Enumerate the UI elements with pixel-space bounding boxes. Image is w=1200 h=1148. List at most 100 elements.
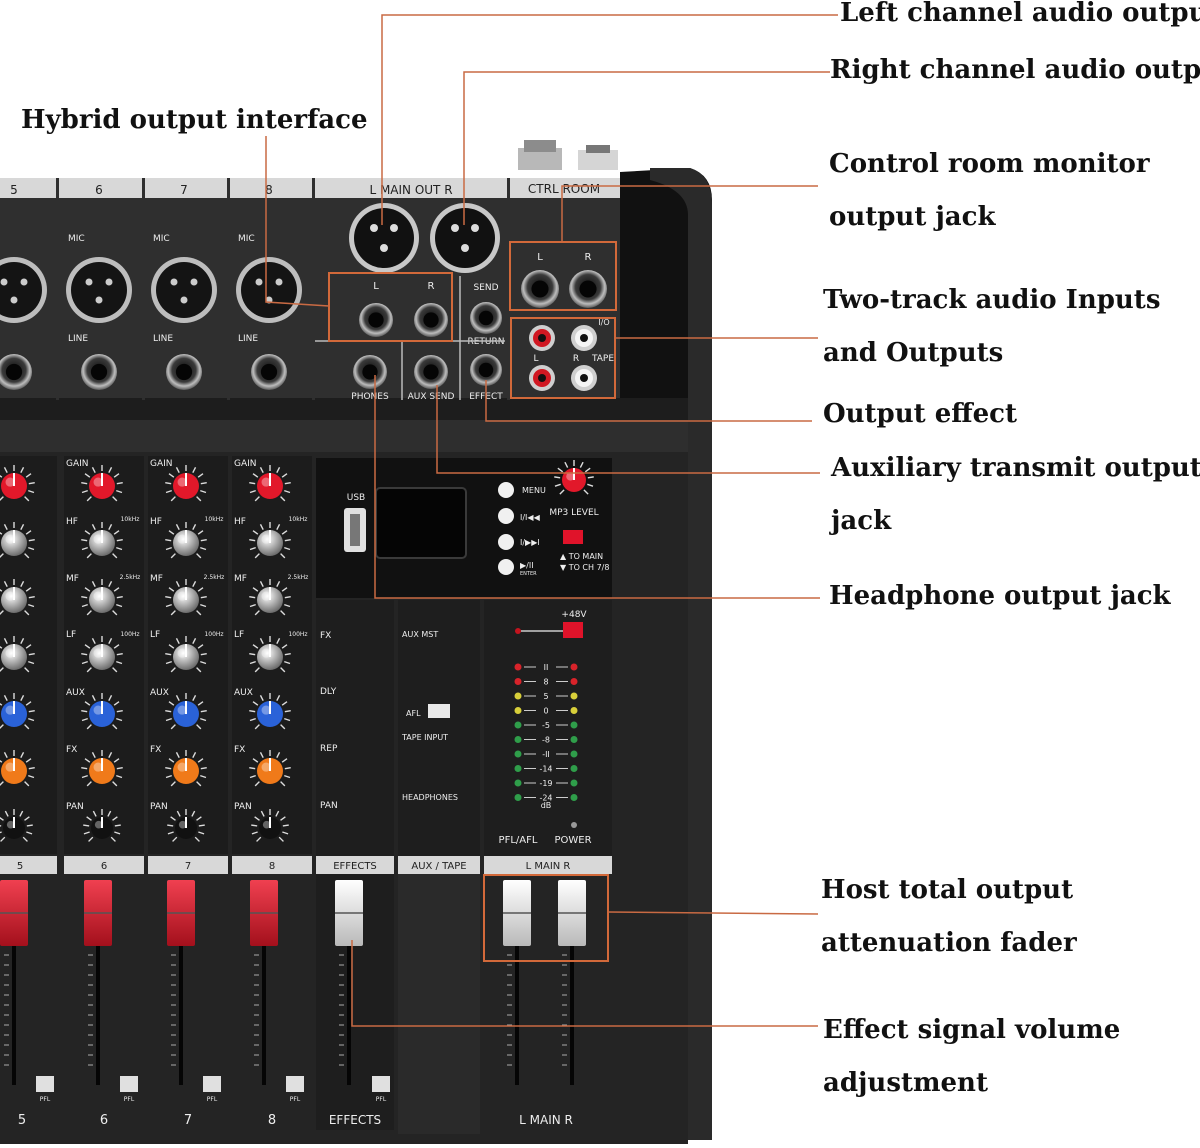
meter-scale-10: -24 xyxy=(539,794,552,803)
send-jack[interactable] xyxy=(470,302,502,334)
ctrl-room-l-jack[interactable] xyxy=(521,270,559,308)
afl-button[interactable] xyxy=(428,704,450,718)
mp3-button-3[interactable] xyxy=(498,534,514,550)
mp3-route-switch[interactable] xyxy=(563,530,583,544)
hf-freq-3: 10kHz xyxy=(289,516,308,523)
pfl-button-ch8[interactable] xyxy=(286,1076,304,1092)
aux-knob-ch8[interactable] xyxy=(249,693,291,730)
pfl-button-ch7[interactable] xyxy=(203,1076,221,1092)
main-fader-left[interactable] xyxy=(503,880,531,1085)
channel-fader-ch7[interactable] xyxy=(167,880,195,1085)
rca-jack-3[interactable] xyxy=(529,365,555,391)
aux-knob-ch5[interactable] xyxy=(0,693,35,730)
callout-hybrid-output: Hybrid output interface xyxy=(21,105,368,135)
main-fader-right[interactable] xyxy=(558,880,586,1085)
fx-label-1: FX xyxy=(66,745,77,755)
pan-knob-ch5[interactable] xyxy=(0,809,33,842)
aux-send-jack[interactable] xyxy=(414,355,448,389)
effects-pfl-button[interactable] xyxy=(372,1076,390,1092)
leader-hybrid xyxy=(265,136,330,307)
hf-knob-ch7[interactable] xyxy=(165,522,207,559)
highlight-rca xyxy=(510,317,616,399)
pfl-button-ch5[interactable] xyxy=(36,1076,54,1092)
mp3-button-2[interactable] xyxy=(498,508,514,524)
hybrid-out-l-jack[interactable] xyxy=(359,303,393,337)
hybrid-out-r-jack[interactable] xyxy=(414,303,448,337)
mf-knob-ch6[interactable] xyxy=(81,579,123,616)
channel-fader-ch5[interactable] xyxy=(0,880,28,1085)
aux-knob-ch6[interactable] xyxy=(81,693,123,730)
play-label: ▶/II xyxy=(520,561,534,570)
hf-knob-ch8[interactable] xyxy=(249,522,291,559)
line-input-ch6[interactable] xyxy=(81,354,117,390)
lf-knob-ch8[interactable] xyxy=(249,636,291,673)
lf-knob-ch6[interactable] xyxy=(81,636,123,673)
fx-knob-ch5[interactable] xyxy=(0,750,35,787)
mf-knob-ch8[interactable] xyxy=(249,579,291,616)
effect-return-jack[interactable] xyxy=(470,354,502,386)
hf-label-3: HF xyxy=(234,517,246,527)
effects-fader[interactable] xyxy=(335,880,363,1085)
line-input-ch8[interactable] xyxy=(251,354,287,390)
pan-knob-ch8[interactable] xyxy=(251,809,289,842)
hf-knob-ch6[interactable] xyxy=(81,522,123,559)
aux-label-3: AUX xyxy=(234,688,253,698)
pfl-button-ch6[interactable] xyxy=(120,1076,138,1092)
gain-knob-ch6[interactable] xyxy=(81,465,123,502)
rca-jack-1[interactable] xyxy=(529,325,555,351)
line-input-ch5[interactable] xyxy=(0,354,32,390)
aux-knob-ch7[interactable] xyxy=(165,693,207,730)
meter-scale-4: 0 xyxy=(543,707,548,716)
gain-knob-ch8[interactable] xyxy=(249,465,291,502)
main-out-xlr-right[interactable] xyxy=(430,203,500,273)
aux-label-2: AUX xyxy=(150,688,169,698)
pan-knob-ch7[interactable] xyxy=(167,809,205,842)
lf-knob-ch7[interactable] xyxy=(165,636,207,673)
lf-knob-ch5[interactable] xyxy=(0,636,35,673)
leader-right-out xyxy=(463,71,830,225)
hf-knob-ch5[interactable] xyxy=(0,522,35,559)
mic-label-2: MIC xyxy=(153,234,170,244)
ctrl-room-r-jack[interactable] xyxy=(569,270,607,308)
fx-knob-ch8[interactable] xyxy=(249,750,291,787)
gain-knob-ch5[interactable] xyxy=(0,465,35,502)
pan-knob-ch6[interactable] xyxy=(83,809,121,842)
meter-db-label: dB xyxy=(541,801,552,810)
pfl-label-ch7: PFL xyxy=(207,1096,218,1103)
fx-knob-ch7[interactable] xyxy=(165,750,207,787)
main-out-header: L MAIN OUT R xyxy=(369,183,452,197)
phones-jack[interactable] xyxy=(353,355,387,389)
line-input-ch7[interactable] xyxy=(166,354,202,390)
rca-jack-2[interactable] xyxy=(571,325,597,351)
channel-fader-ch8[interactable] xyxy=(250,880,278,1085)
mp3-button-1[interactable] xyxy=(498,482,514,498)
mf-knob-ch7[interactable] xyxy=(165,579,207,616)
xlr-input-ch7[interactable] xyxy=(151,257,217,323)
rca-jack-4[interactable] xyxy=(571,365,597,391)
mf-knob-ch5[interactable] xyxy=(0,579,35,616)
effects-header: EFFECTS xyxy=(333,861,377,872)
phantom-switch[interactable] xyxy=(563,622,583,638)
main-out-xlr-left[interactable] xyxy=(349,203,419,273)
mp3-level-knob[interactable] xyxy=(554,460,594,495)
hf-label-2: HF xyxy=(150,517,162,527)
dly-label: DLY xyxy=(320,687,337,697)
ctrl-r-label: R xyxy=(585,252,592,263)
callout-output-effect: Output effect xyxy=(823,399,1017,429)
hybrid-l-label: L xyxy=(373,281,379,292)
xlr-input-ch8[interactable] xyxy=(236,257,302,323)
xlr-input-ch5[interactable] xyxy=(0,257,47,323)
effects-pfl-label: PFL xyxy=(376,1096,387,1103)
aux-send-label: AUX SEND xyxy=(408,392,455,402)
usb-label: USB xyxy=(347,493,365,503)
rca-l-label: L xyxy=(533,354,538,364)
meter-led-r-6 xyxy=(570,736,578,743)
fx-knob-ch6[interactable] xyxy=(81,750,123,787)
xlr-input-ch6[interactable] xyxy=(66,257,132,323)
meter-led-r-8 xyxy=(570,765,578,772)
mp3-button-4[interactable] xyxy=(498,559,514,575)
channel-fader-ch6[interactable] xyxy=(84,880,112,1085)
gain-knob-ch7[interactable] xyxy=(165,465,207,502)
ch-footer-num-5: 5 xyxy=(18,1113,26,1128)
